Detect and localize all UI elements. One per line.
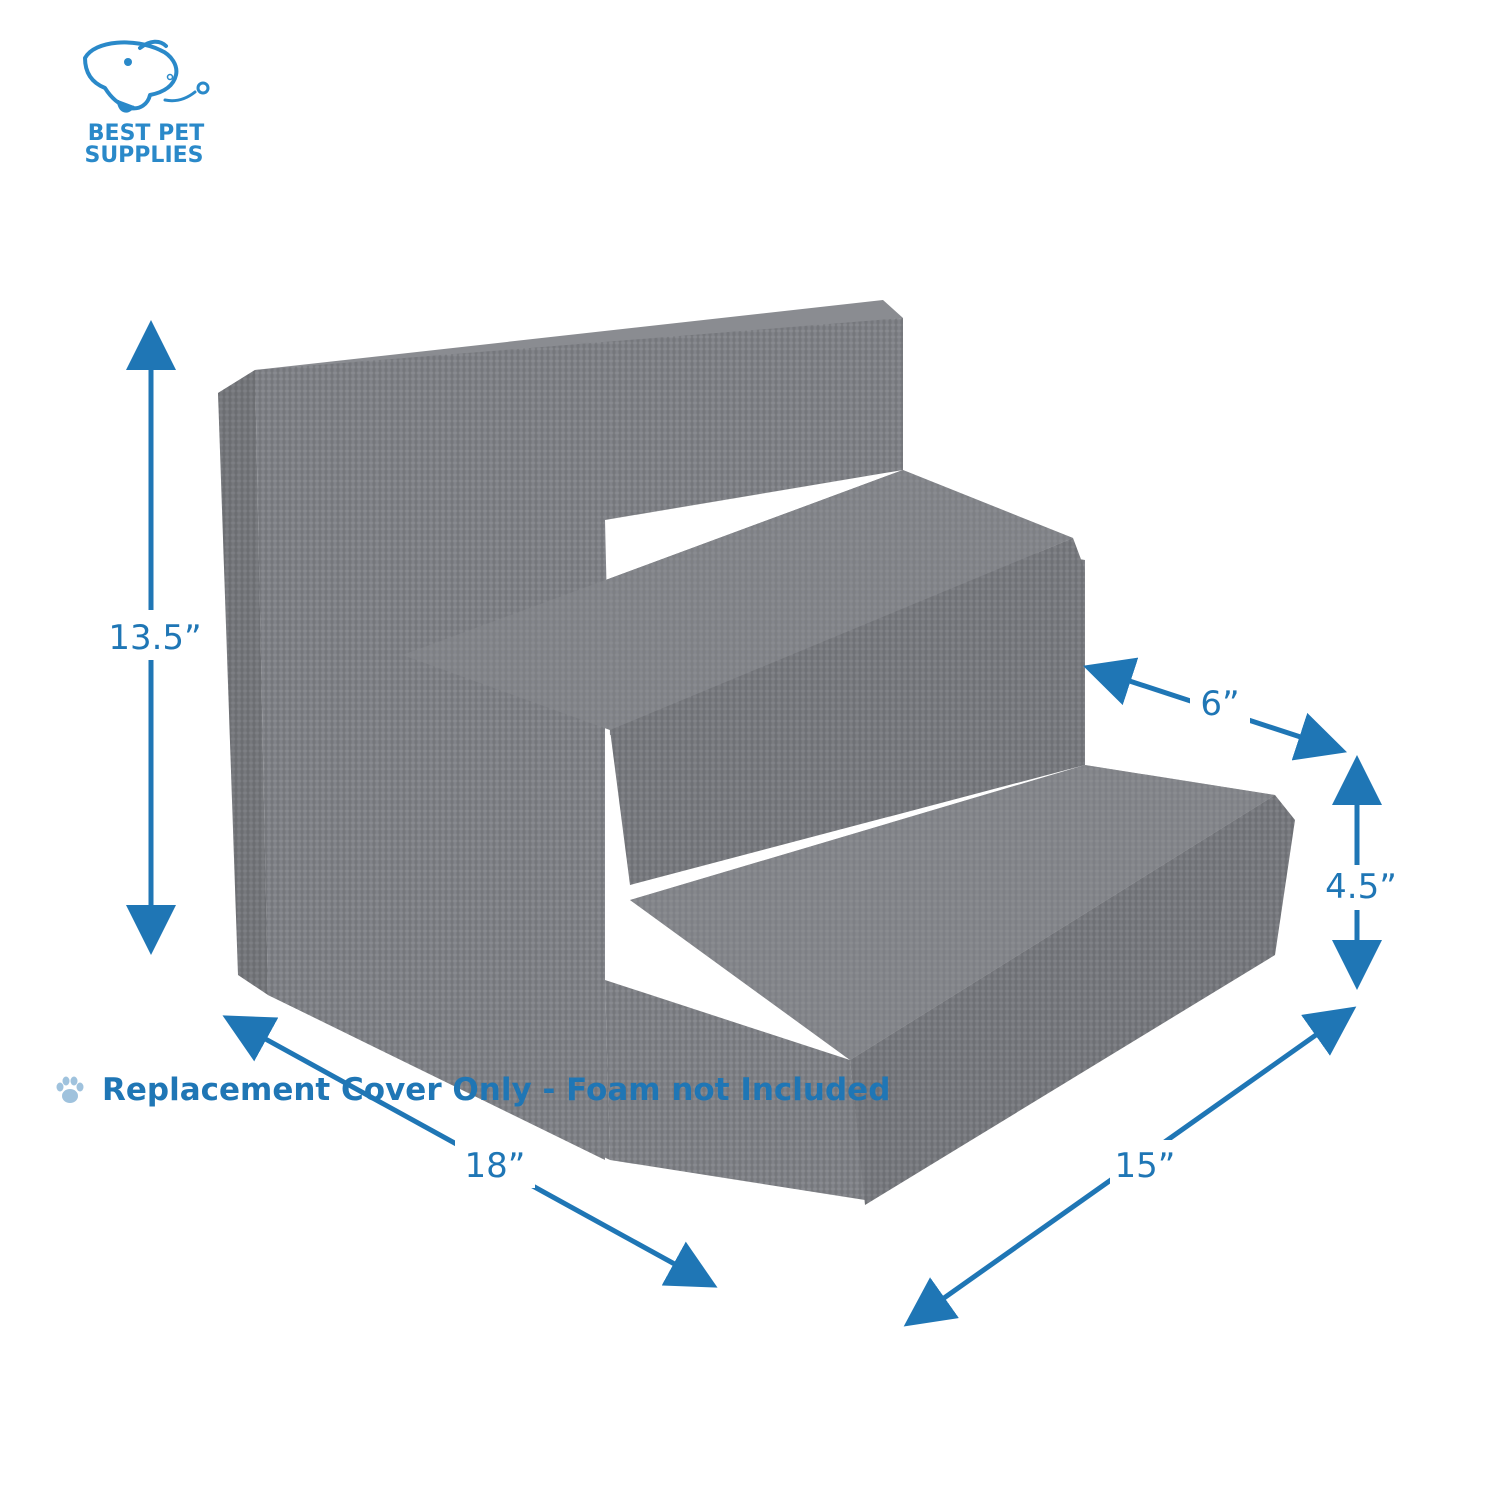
footer-text: Replacement Cover Only - Foam not Includ… — [102, 1072, 891, 1108]
brand-name-line1: BEST PET — [88, 121, 204, 146]
step-height-label: 4.5” — [1325, 867, 1397, 907]
paw-print-icon — [56, 1076, 84, 1103]
footer-note: Replacement Cover Only - Foam not Includ… — [52, 1065, 890, 1115]
dimension-arrows: 13.5” 6” 4.5” 18” 15” — [107, 320, 1400, 1327]
height-label: 13.5” — [108, 618, 201, 658]
brand-logo: BEST PET SUPPLIES — [83, 39, 210, 168]
depth-label: 15” — [1115, 1146, 1176, 1186]
dog-head-icon — [83, 39, 210, 113]
width-label: 18” — [465, 1146, 526, 1186]
brand-name-line2: SUPPLIES — [84, 143, 203, 168]
step-depth-label: 6” — [1200, 684, 1239, 724]
